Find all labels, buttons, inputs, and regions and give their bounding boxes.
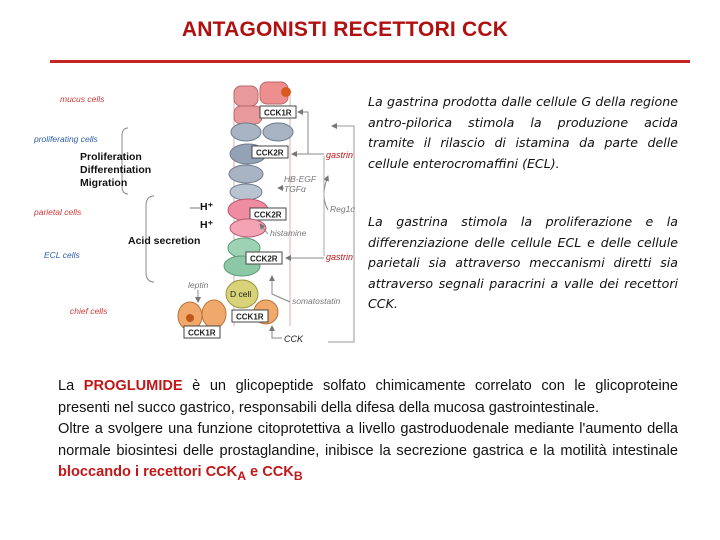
label-proliferation: Proliferation: [80, 151, 142, 163]
label-hb-egf: HB-EGF: [284, 174, 317, 184]
paragraph-gastrin-acid: La gastrina prodotta dalle cellule G del…: [368, 94, 678, 171]
gastrin-arrow-top: [297, 109, 324, 155]
label-cck1r-bottom-left: CCK1R: [188, 329, 216, 338]
page-title: ANTAGONISTI RECETTORI CCK: [181, 18, 509, 41]
text-fragment-and: e CCK: [246, 464, 294, 481]
cck-feedback-arrow: [328, 123, 355, 343]
mucus-cell-3: [233, 105, 263, 125]
receptor-box: [249, 207, 287, 221]
label-somatostatin: somatostatin: [292, 296, 340, 306]
prolif-cell-4: [228, 164, 264, 184]
label-cck: CCK: [284, 334, 304, 344]
gastric-gland-diagram: mucus cells proliferating cells parietal…: [33, 81, 356, 344]
label-h-plus-2: H⁺: [200, 219, 214, 231]
d-cell: [225, 279, 259, 309]
parietal-cell-2: [229, 218, 267, 238]
label-differentiation: Differentiation: [80, 164, 151, 176]
label-cck2r-3: CCK2R: [250, 255, 278, 264]
proglumide-paragraph-2: Oltre a svolgere una funzione citoprotet…: [58, 419, 678, 488]
label-cck2r-1: CCK2R: [256, 149, 284, 158]
paragraph-gastrin-proliferation: La gastrina stimola la proliferazione e …: [368, 214, 678, 311]
label-ecl-cells: ECL cells: [44, 250, 80, 260]
label-gastrin-1: gastrin: [326, 150, 353, 160]
text-fragment: Oltre a svolgere una funzione citoprotet…: [58, 421, 678, 459]
receptor-box: [259, 105, 297, 119]
label-cck1r-top: CCK1R: [264, 109, 292, 118]
receptor-box: [231, 309, 269, 323]
label-h-plus-1: H⁺: [200, 201, 214, 213]
proglumide-paragraph-1: La PROGLUMIDE è un glicopeptide solfato …: [58, 376, 678, 419]
histamine-arrow: [259, 223, 269, 235]
label-cck1r-bottom-right: CCK1R: [236, 313, 264, 322]
prolif-cell-2: [262, 122, 294, 142]
mucus-cell-1: [233, 85, 259, 107]
cck-arrow: [269, 325, 282, 339]
receptor-box: [245, 251, 283, 265]
receptor-box: [183, 325, 221, 339]
label-proliferating-cells: proliferating cells: [33, 134, 99, 144]
label-d-cell: D cell: [230, 289, 251, 299]
proglumide-highlight: PROGLUMIDE: [83, 378, 183, 394]
chief-nucleus: [186, 314, 194, 322]
bracket-acid: [145, 195, 155, 283]
subscript-b: B: [293, 469, 303, 484]
label-migration: Migration: [80, 177, 127, 189]
prolif-cell-1: [230, 122, 262, 142]
receptor-block-highlight: bloccando i recettori CCK: [58, 464, 238, 481]
label-acid-secretion: Acid secretion: [128, 235, 200, 247]
bracket-proliferation: [121, 127, 129, 195]
title-divider: [50, 60, 690, 63]
label-cck2r-2: CCK2R: [254, 211, 282, 220]
text-fragment: La: [58, 378, 84, 394]
label-tgf-alpha: TGFα: [284, 184, 307, 194]
somatostatin-arrow: [269, 275, 291, 303]
label-chief-cells: chief cells: [70, 306, 108, 316]
prolif-cell-5: [229, 183, 263, 201]
label-parietal-cells: parietal cells: [33, 207, 82, 217]
reg-arrow: [323, 175, 329, 211]
label-mucus-cells: mucus cells: [60, 94, 105, 104]
label-histamine: histamine: [270, 228, 307, 238]
mucus-nucleus: [281, 87, 291, 97]
receptor-box: [251, 145, 289, 159]
subscript-a: A: [237, 469, 246, 484]
label-reg1a: Reg1α: [330, 204, 356, 214]
label-leptin: leptin: [188, 280, 209, 290]
chief-cell-2: [201, 299, 227, 329]
proglumide-text: La PROGLUMIDE è un glicopeptide solfato …: [58, 376, 678, 488]
text-fragment: è un glicopeptide solfato chimicamente c…: [58, 378, 678, 416]
label-gastrin-2: gastrin: [326, 252, 353, 262]
